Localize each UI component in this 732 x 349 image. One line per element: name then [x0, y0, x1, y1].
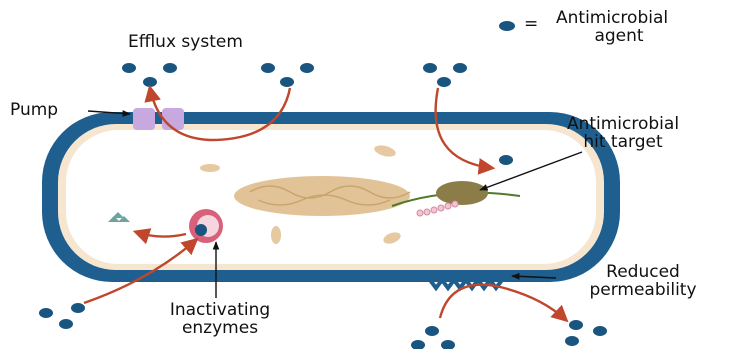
inactivating-enzyme — [189, 209, 223, 243]
legend-equals: = — [524, 14, 538, 34]
legend-dot-icon — [499, 21, 515, 31]
legend-label-line2: agent — [556, 26, 682, 46]
inactivating-enzymes-label-line2: enzymes — [140, 318, 300, 338]
hit-target-label-line1: Antimicrobial — [548, 114, 698, 134]
reduced-permeability-label-line1: Reduced — [568, 262, 718, 282]
legend-label-line1: Antimicrobial — [556, 8, 668, 28]
hit-target-label-line2: hit target — [548, 132, 698, 152]
efflux-system-label: Efflux system — [128, 32, 243, 52]
reduced-permeability-label-line2: permeability — [568, 280, 718, 300]
inactivating-enzymes-label-line1: Inactivating — [140, 300, 300, 320]
permeability-arrow — [440, 285, 566, 320]
nucleoid — [234, 176, 410, 216]
pump-label: Pump — [10, 100, 58, 120]
